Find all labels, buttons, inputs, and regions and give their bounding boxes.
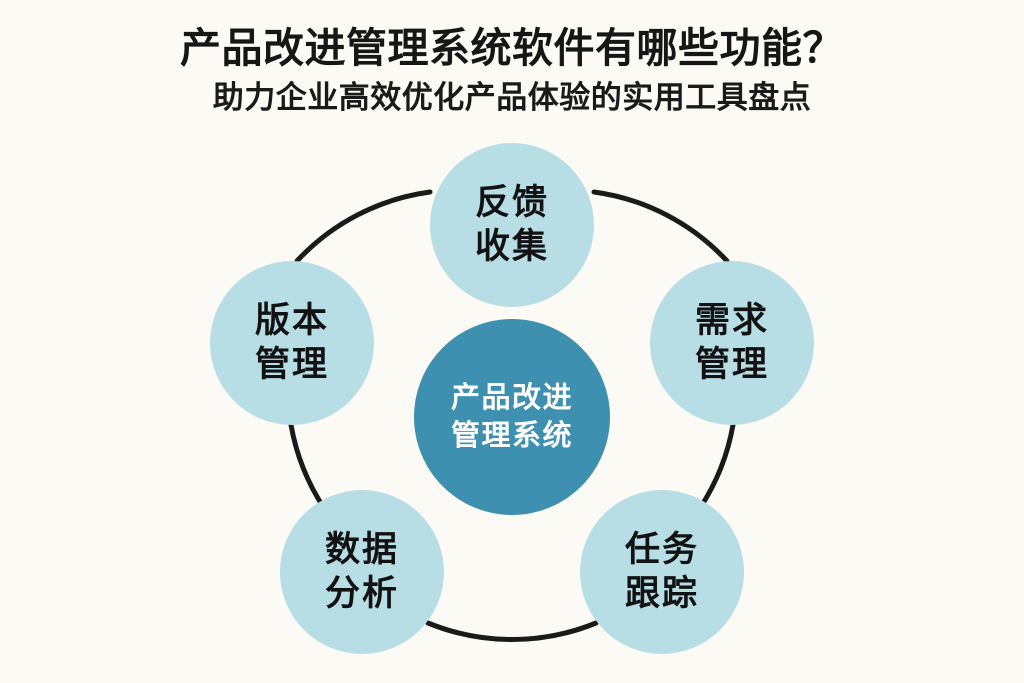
node-data-analysis[interactable]: 数据 分析 (280, 490, 444, 654)
header: 产品改进管理系统软件有哪些功能？ 助力企业高效优化产品体验的实用工具盘点 (0, 22, 1024, 120)
node-feedback-collection[interactable]: 反馈 收集 (430, 143, 594, 307)
arc-feedback-demand (591, 189, 730, 264)
center-label-line-1: 产品改进 (450, 382, 573, 414)
arc-task-data (425, 620, 599, 643)
node-label-line-2: 收集 (474, 227, 549, 266)
node-requirement-management[interactable]: 需求 管理 (650, 261, 814, 425)
center-label-line-2: 管理系统 (450, 420, 573, 452)
node-label-line-1: 版本 (254, 301, 329, 340)
arc-data-version (288, 422, 327, 511)
node-label-line-1: 需求 (694, 301, 769, 340)
node-label-line-1: 任务 (624, 530, 699, 569)
page-title: 产品改进管理系统软件有哪些功能？ (180, 25, 844, 71)
node-label-line-1: 数据 (324, 530, 399, 569)
node-label-line-1: 反馈 (474, 183, 549, 222)
node-task-tracking[interactable]: 任务 跟踪 (580, 490, 744, 654)
page-subtitle: 助力企业高效优化产品体验的实用工具盘点 (212, 80, 812, 115)
arc-demand-task (697, 422, 736, 511)
node-label-line-2: 跟踪 (624, 574, 699, 613)
node-label-line-2: 管理 (254, 345, 329, 384)
node-label-line-2: 分析 (324, 574, 399, 613)
node-version-management[interactable]: 版本 管理 (210, 261, 374, 425)
node-label-line-2: 管理 (694, 345, 769, 384)
arc-version-feedback (294, 189, 433, 264)
node-center-hub[interactable]: 产品改进 管理系统 (414, 319, 610, 515)
